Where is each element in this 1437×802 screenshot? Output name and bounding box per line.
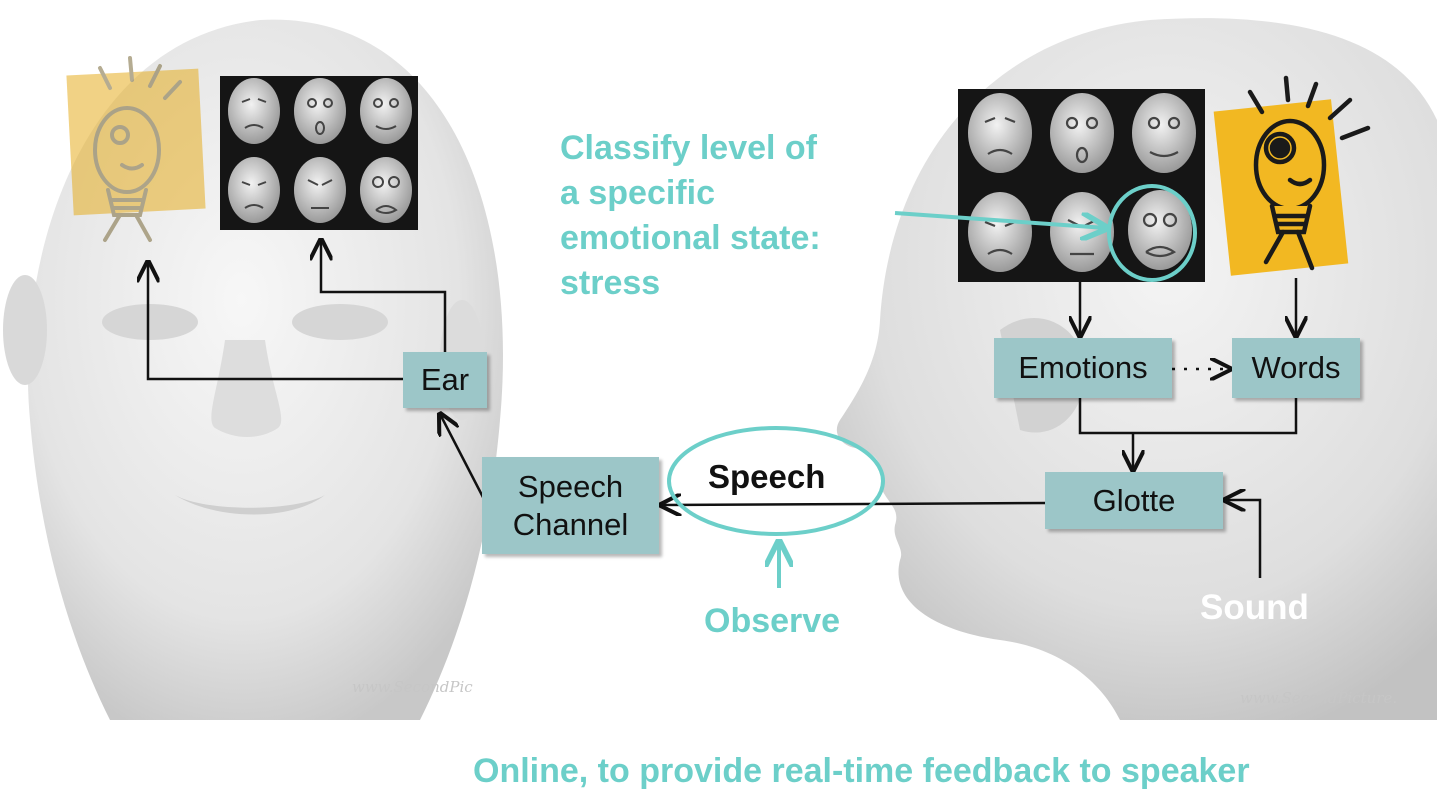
glotte-box: Glotte (1045, 472, 1223, 529)
emotion-masks-right (958, 89, 1205, 282)
words-box: Words (1232, 338, 1360, 398)
watermark-right: www.SecondPicture. (1240, 689, 1397, 707)
ear-box: Ear (403, 352, 487, 408)
speech-highlight-circle (667, 426, 885, 536)
classify-note: Classify level of a specific emotional s… (560, 126, 821, 306)
glotte-box-label: Glotte (1092, 482, 1176, 518)
speech-label: Speech (708, 458, 826, 495)
classify-note-line4: stress (560, 264, 661, 302)
observe-label: Observe (704, 602, 841, 640)
speech-channel-line1: Speech (517, 469, 624, 505)
words-box-label: Words (1251, 350, 1341, 386)
emotions-box-label: Emotions (1018, 350, 1148, 386)
classify-note-line3: emotional state: (560, 219, 821, 257)
classify-note-line1: Classify level of (560, 129, 818, 167)
sound-label: Sound (1200, 588, 1309, 627)
classify-pointer-arrow (894, 211, 1106, 228)
watermark-left: www.SecondPic (352, 678, 473, 696)
lightbulb-right-icon (1213, 75, 1371, 276)
emotion-masks-left (220, 76, 418, 230)
lightbulb-left-icon (66, 56, 206, 242)
footer-caption: Online, to provide real-time feedback to… (473, 752, 1250, 790)
emotions-box: Emotions (994, 338, 1172, 398)
speech-channel-line2: Channel (512, 506, 629, 542)
speech-channel-box: Speech Channel (482, 457, 659, 554)
right-connectors (1080, 278, 1296, 578)
ear-box-label: Ear (420, 362, 470, 398)
left-connectors (148, 240, 1048, 505)
classify-note-line2: a specific (560, 174, 715, 212)
